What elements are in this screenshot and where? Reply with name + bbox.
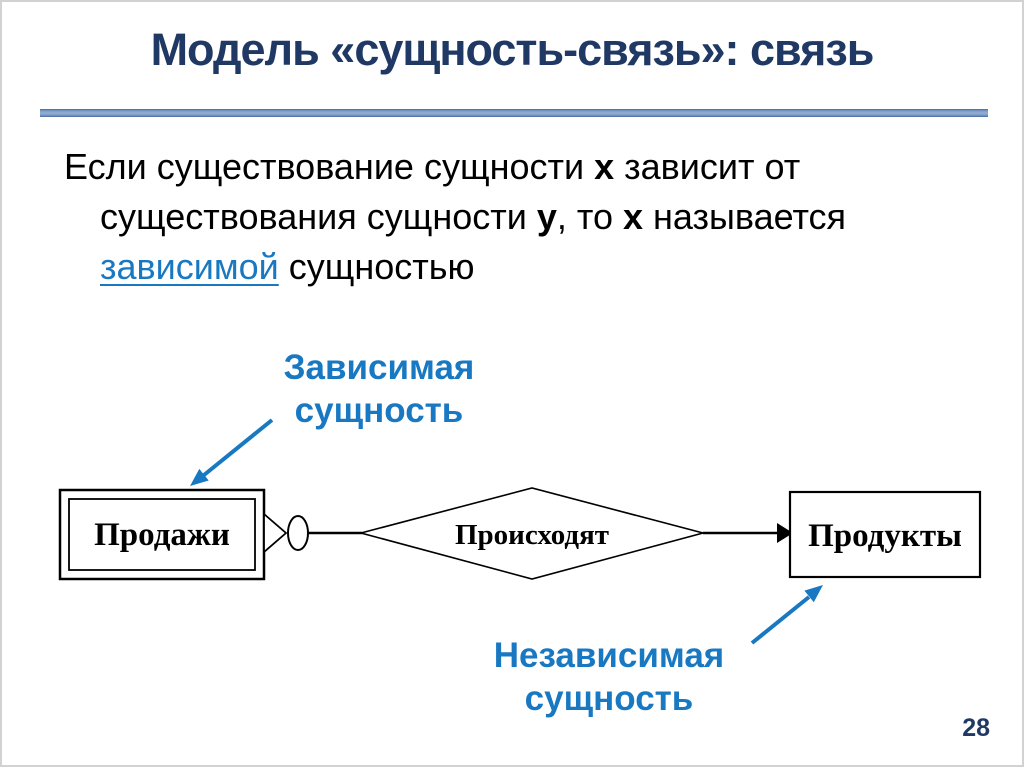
right-entity-rect — [788, 490, 982, 579]
body-line1-text-b: зависит от — [614, 146, 801, 187]
body-line2-text-a: существования сущности — [100, 196, 537, 237]
slide-title: Модель «сущность-связь»: связь — [150, 24, 875, 75]
body-line-1: Если существование сущности x зависит от — [64, 142, 984, 192]
page-number: 28 — [962, 714, 990, 742]
entity-x2-bold: x — [622, 196, 644, 237]
independent-arrow-head-icon — [804, 585, 823, 603]
dependent-label-line2: сущность — [294, 391, 464, 430]
entity-x-bold: x — [594, 146, 615, 187]
left-entity-inner-rect — [68, 498, 256, 571]
body-line1-text-a: Если существование сущности — [64, 146, 595, 187]
dependent-label-line1: Зависимая — [283, 348, 475, 387]
body-line-2: существования сущности y, то x называетс… — [64, 192, 984, 242]
body-line2-text-c: называется — [643, 196, 847, 237]
body-line2-text-b: , то — [556, 196, 623, 237]
dependent-arrow-head-icon — [190, 468, 209, 486]
body-line-3: зависимой сущностью — [64, 242, 984, 292]
title-underline-rule — [40, 109, 988, 117]
optional-notation-ellipse — [287, 515, 309, 551]
many-notation-triangle — [263, 512, 288, 554]
dependent-term-link[interactable]: зависимой — [100, 246, 279, 287]
connector-arrowhead — [777, 523, 793, 543]
independent-label-line2: сущность — [524, 679, 694, 718]
independent-arrow-line — [750, 595, 811, 645]
dependent-arrow-line — [202, 418, 274, 477]
body-text-block: Если существование сущности x зависит от… — [64, 142, 984, 292]
right-entity-text: Продукты — [808, 518, 962, 554]
entity-y-bold: y — [536, 196, 557, 237]
body-line3-text: сущностью — [278, 246, 475, 287]
relationship-text: Происходят — [455, 519, 609, 551]
independent-entity-label: Независимая сущность — [459, 634, 759, 720]
left-entity-text: Продажи — [94, 517, 230, 553]
independent-label-line1: Независимая — [493, 636, 725, 675]
dependent-entity-label: Зависимая сущность — [229, 346, 529, 432]
